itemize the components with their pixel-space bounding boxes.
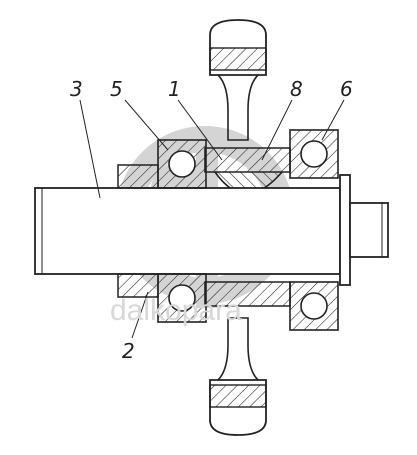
right-bearing — [289, 129, 339, 331]
spacer-collar — [117, 164, 159, 298]
leader-lines — [79, 99, 345, 339]
left-bearing — [157, 139, 207, 323]
label-2: 2 — [122, 339, 135, 363]
label-1: 1 — [168, 77, 181, 101]
watermark-text: dalkopara — [110, 294, 242, 327]
label-8: 8 — [290, 77, 303, 101]
label-3: 3 — [70, 77, 83, 101]
shaft — [34, 174, 389, 286]
label-5: 5 — [110, 77, 123, 101]
label-6: 6 — [340, 77, 353, 101]
